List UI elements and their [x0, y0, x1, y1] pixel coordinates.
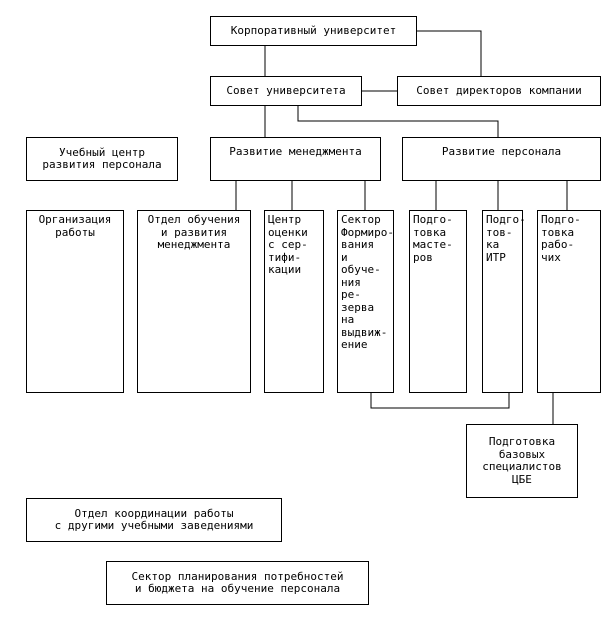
base-specialists-box: Подготовка базовых специалистов ЦБЕ	[466, 424, 578, 498]
itr-training-box: Подго- тов- ка ИТР	[482, 210, 526, 393]
training-center-box: Учебный центр развития персонала	[26, 137, 178, 181]
connector	[417, 30, 482, 76]
directors-council-box: Совет директоров компании	[397, 76, 601, 106]
work-organization-box: Организация работы	[26, 210, 124, 393]
coordination-dept-box: Отдел координации работы с другими учебн…	[26, 498, 282, 542]
connector	[297, 106, 499, 137]
assessment-center-box: Центр оценки с сер- тифи- кации	[264, 210, 324, 393]
university-council-box: Совет университета	[210, 76, 362, 106]
budget-sector-box: Сектор планирования потребностей и бюдже…	[106, 561, 369, 605]
masters-training-box: Подго- товка масте- ров	[409, 210, 467, 393]
reserve-sector-box: Сектор Формиро- вания и обуче- ния ре- з…	[337, 210, 394, 393]
personnel-development-box: Развитие персонала	[402, 137, 601, 181]
connector	[370, 393, 510, 409]
training-dept-box: Отдел обучения и развития менеджмента	[137, 210, 251, 393]
corp-university-box: Корпоративный университет	[210, 16, 417, 46]
management-development-box: Развитие менеджмента	[210, 137, 381, 181]
workers-training-box: Подго- товка рабо- чих	[537, 210, 601, 393]
